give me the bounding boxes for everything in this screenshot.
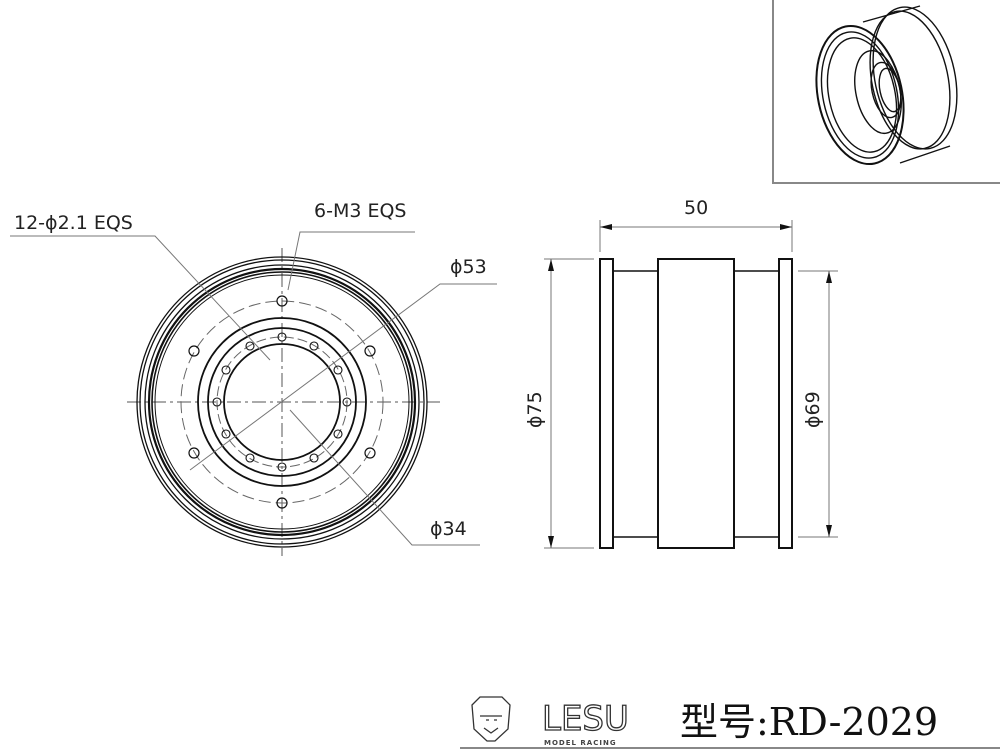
model-number: 型号:RD-2029 (680, 700, 938, 744)
dia-34-label: ϕ34 (430, 518, 467, 540)
holes-m3-label: 6-M3 EQS (314, 200, 407, 222)
front-view (10, 231, 497, 556)
width-50-label: 50 (684, 197, 708, 219)
dia-69-label: ϕ69 (802, 391, 824, 428)
small-holes (212, 332, 352, 472)
isometric-view (772, 0, 1000, 184)
m3-holes (188, 295, 376, 509)
brand-subtitle: MODEL RACING (544, 739, 617, 747)
dia-53-label: ϕ53 (450, 256, 487, 278)
side-view (544, 220, 838, 549)
dia-75-label: ϕ75 (524, 391, 546, 428)
brand-logo: LESU (542, 699, 629, 739)
lion-logo-icon (471, 696, 511, 742)
holes-small-label: 12-ϕ2.1 EQS (14, 212, 133, 234)
